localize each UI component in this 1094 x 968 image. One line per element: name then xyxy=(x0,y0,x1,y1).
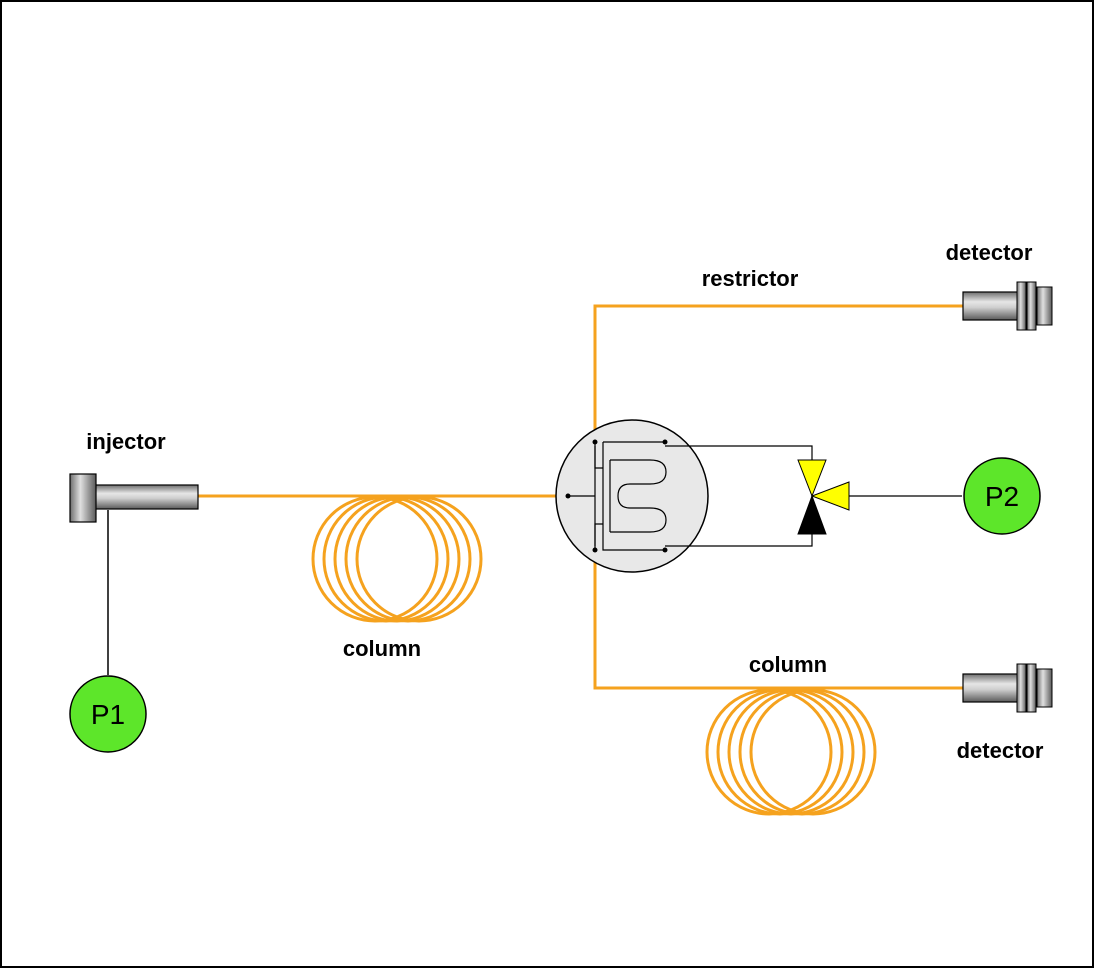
capillary-column-2 xyxy=(593,546,963,690)
detector-label-top: detector xyxy=(946,240,1033,265)
column-coil-icon xyxy=(311,495,483,623)
detector-label-bottom: detector xyxy=(957,738,1044,763)
restrictor-label: restrictor xyxy=(702,266,799,291)
splitter-icon xyxy=(555,419,709,573)
column-label-2: column xyxy=(749,652,827,677)
detector-icon xyxy=(962,281,1053,331)
pressure-controller-icon: P1 xyxy=(69,675,147,753)
capillary-restrictor xyxy=(593,304,963,446)
column-label-1: column xyxy=(343,636,421,661)
injector-label: injector xyxy=(86,429,166,454)
injector-icon xyxy=(69,473,199,675)
column-coil-icon xyxy=(705,688,877,816)
detector-icon xyxy=(962,663,1053,713)
three-way-valve-icon xyxy=(797,459,850,535)
p1-label: P1 xyxy=(91,699,125,730)
control-lines xyxy=(665,445,962,547)
p2-label: P2 xyxy=(985,481,1019,512)
pressure-controller-icon: P2 xyxy=(963,457,1041,535)
